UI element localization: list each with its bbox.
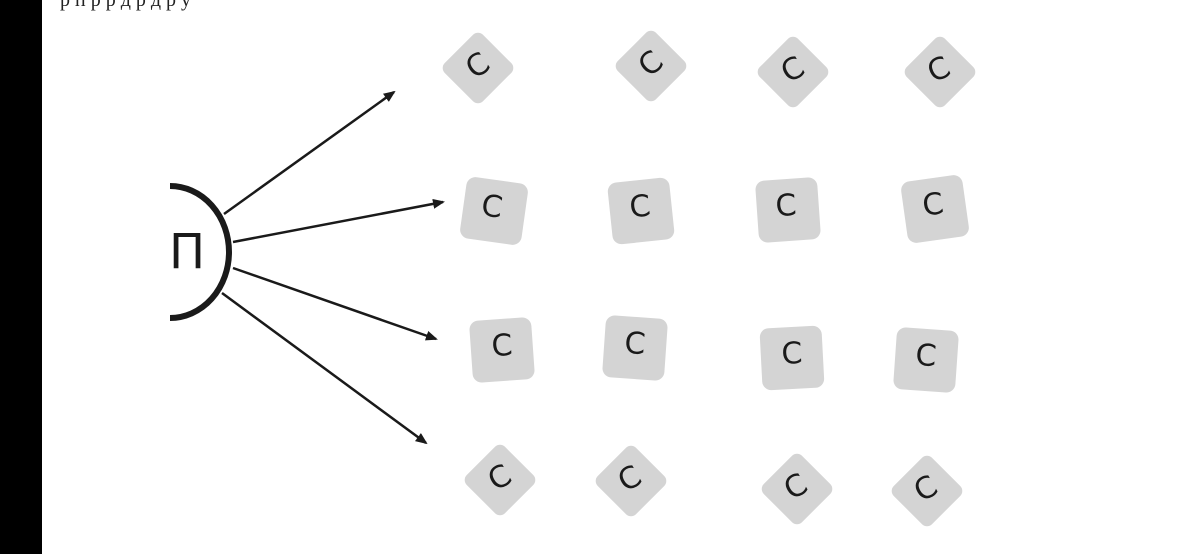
tile-r3c3-label: С (781, 336, 804, 372)
tile-r1c3 (757, 36, 829, 108)
arrow-4 (221, 291, 428, 445)
left-black-bar (0, 0, 42, 554)
arrow-3 (232, 266, 438, 341)
tile-r4c2 (595, 445, 667, 517)
tile-r3c4-label: С (914, 338, 937, 374)
tile-r2c3-label: С (774, 188, 797, 224)
arrow-2 (232, 198, 445, 244)
tile-r2c3 (755, 177, 821, 243)
tile-r1c1 (442, 32, 514, 104)
tile-r3c2-label: С (623, 326, 646, 362)
tile-r1c4 (904, 36, 976, 108)
arrow-1 (223, 90, 396, 216)
tile-r4c4 (891, 455, 963, 527)
arrows-group (221, 90, 445, 445)
center-node: П (169, 183, 232, 321)
tile-r3c1-label: С (490, 328, 513, 364)
tile-r3c2 (602, 315, 668, 381)
tile-r1c2 (615, 30, 687, 102)
tile-r2c4 (901, 175, 969, 243)
tile-r4c1 (464, 444, 536, 516)
tile-r2c1-label: С (479, 188, 505, 226)
cropped-text-line: р п р р д р д р у (60, 0, 192, 11)
center-node-label: П (169, 224, 205, 280)
tile-r2c1 (460, 177, 528, 245)
tile-r4c3 (761, 453, 833, 525)
tile-r3c3 (759, 325, 825, 391)
center-node-arc (169, 183, 232, 321)
tile-r2c2-label: С (628, 189, 652, 226)
tile-r3c4 (893, 327, 959, 393)
tile-r3c1 (469, 317, 535, 383)
tile-r2c4-label: С (920, 186, 946, 224)
tile-r2c2 (607, 177, 675, 245)
